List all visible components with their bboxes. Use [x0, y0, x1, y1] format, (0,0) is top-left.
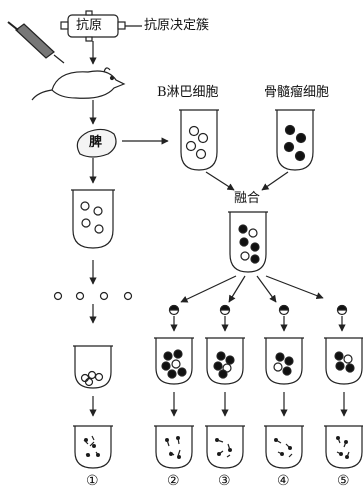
antibody-tube-1: [73, 425, 113, 469]
culture-tube-4: [264, 337, 304, 385]
spleen-cell-tube: [71, 189, 115, 249]
antibody-tube-2: [154, 425, 194, 469]
fusion-tube: [228, 211, 268, 273]
tube-number-1: ①: [86, 473, 99, 489]
antibody-tube-3: [205, 425, 245, 469]
spleen-label: 脾: [89, 135, 103, 150]
myeloma-tube: [275, 109, 315, 171]
antigen-determinant-label: 抗原决定簇: [144, 18, 210, 33]
culture-tube-3: [205, 337, 245, 385]
spleen-icon: [76, 128, 117, 158]
separated-cells: [53, 291, 133, 301]
myeloma-label: 骨髓瘤细胞: [264, 85, 330, 100]
syringe-icon: [7, 21, 65, 64]
tube-number-5: ⑤: [337, 473, 350, 489]
culture-tube-5: [324, 337, 363, 385]
single-hybrid-cells: [168, 304, 348, 316]
tube-number-2: ②: [167, 473, 180, 489]
antigen-label: 抗原: [76, 18, 103, 33]
antibody-tube-4: [264, 425, 304, 469]
fusion-label: 融合: [234, 191, 261, 206]
tube-number-4: ④: [277, 473, 290, 489]
cell-to-culture-arrows: [170, 316, 346, 332]
arrow-myeloma-to-fusion: [261, 171, 289, 191]
b-cell-tube: [179, 109, 219, 171]
antigen-icon: [60, 10, 142, 42]
antibody-tube-5: [324, 425, 363, 469]
arrow-bcell-to-fusion: [205, 171, 235, 191]
culture-tube-1: [73, 345, 113, 389]
culture-to-antibody-arrows: [89, 392, 348, 417]
b-cell-label: B淋巴细胞: [157, 85, 219, 100]
tube-number-3: ③: [218, 473, 231, 489]
mouse-icon: [31, 67, 126, 101]
fusion-arrows: [180, 275, 324, 303]
culture-tube-2: [154, 337, 194, 385]
